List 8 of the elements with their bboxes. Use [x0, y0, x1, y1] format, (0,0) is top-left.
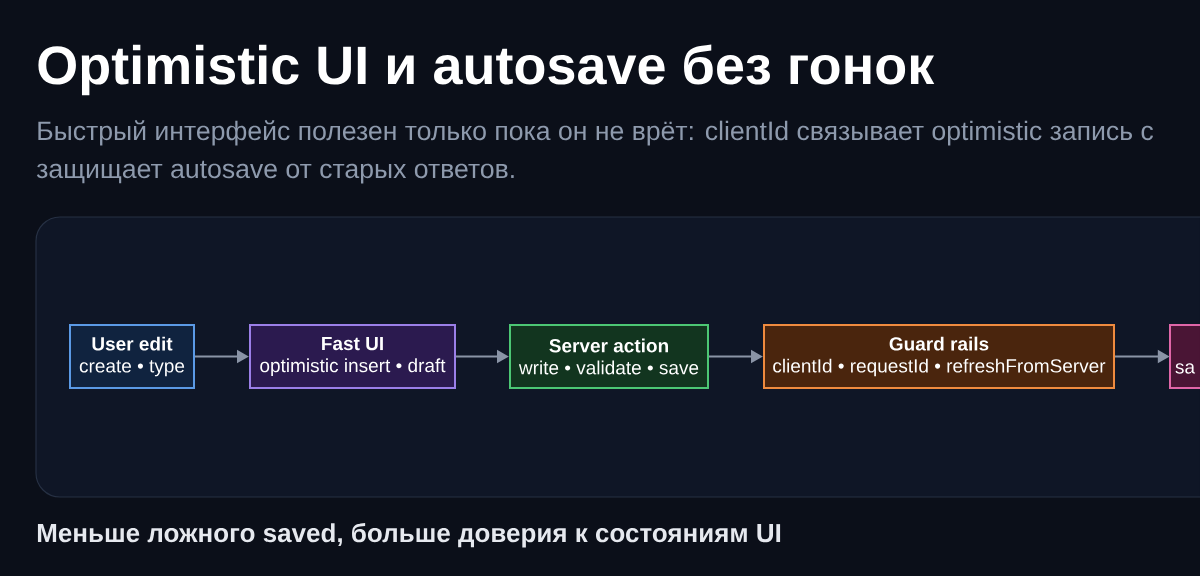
title: Optimistic UI и autosave без гонок — [38, 44, 935, 96]
subtitle: Быстрый интерфейс полезен только пока он не врёт: clientId связывает optimistic запись с защищает autosave от старых ответов. — [36, 120, 1154, 184]
caption: Меньше ложного saved, больше доверия к состояниям UI — [37, 522, 781, 548]
process-box: Fast UI optimistic insert • draft — [249, 324, 456, 389]
process-box: sa — [1169, 324, 1200, 389]
process-box: User edit create • type — [69, 324, 195, 389]
process-box: Guard rails clientId • requestId • refreshFromServer — [763, 324, 1115, 389]
process-box: Server action write • validate • save — [509, 324, 709, 389]
